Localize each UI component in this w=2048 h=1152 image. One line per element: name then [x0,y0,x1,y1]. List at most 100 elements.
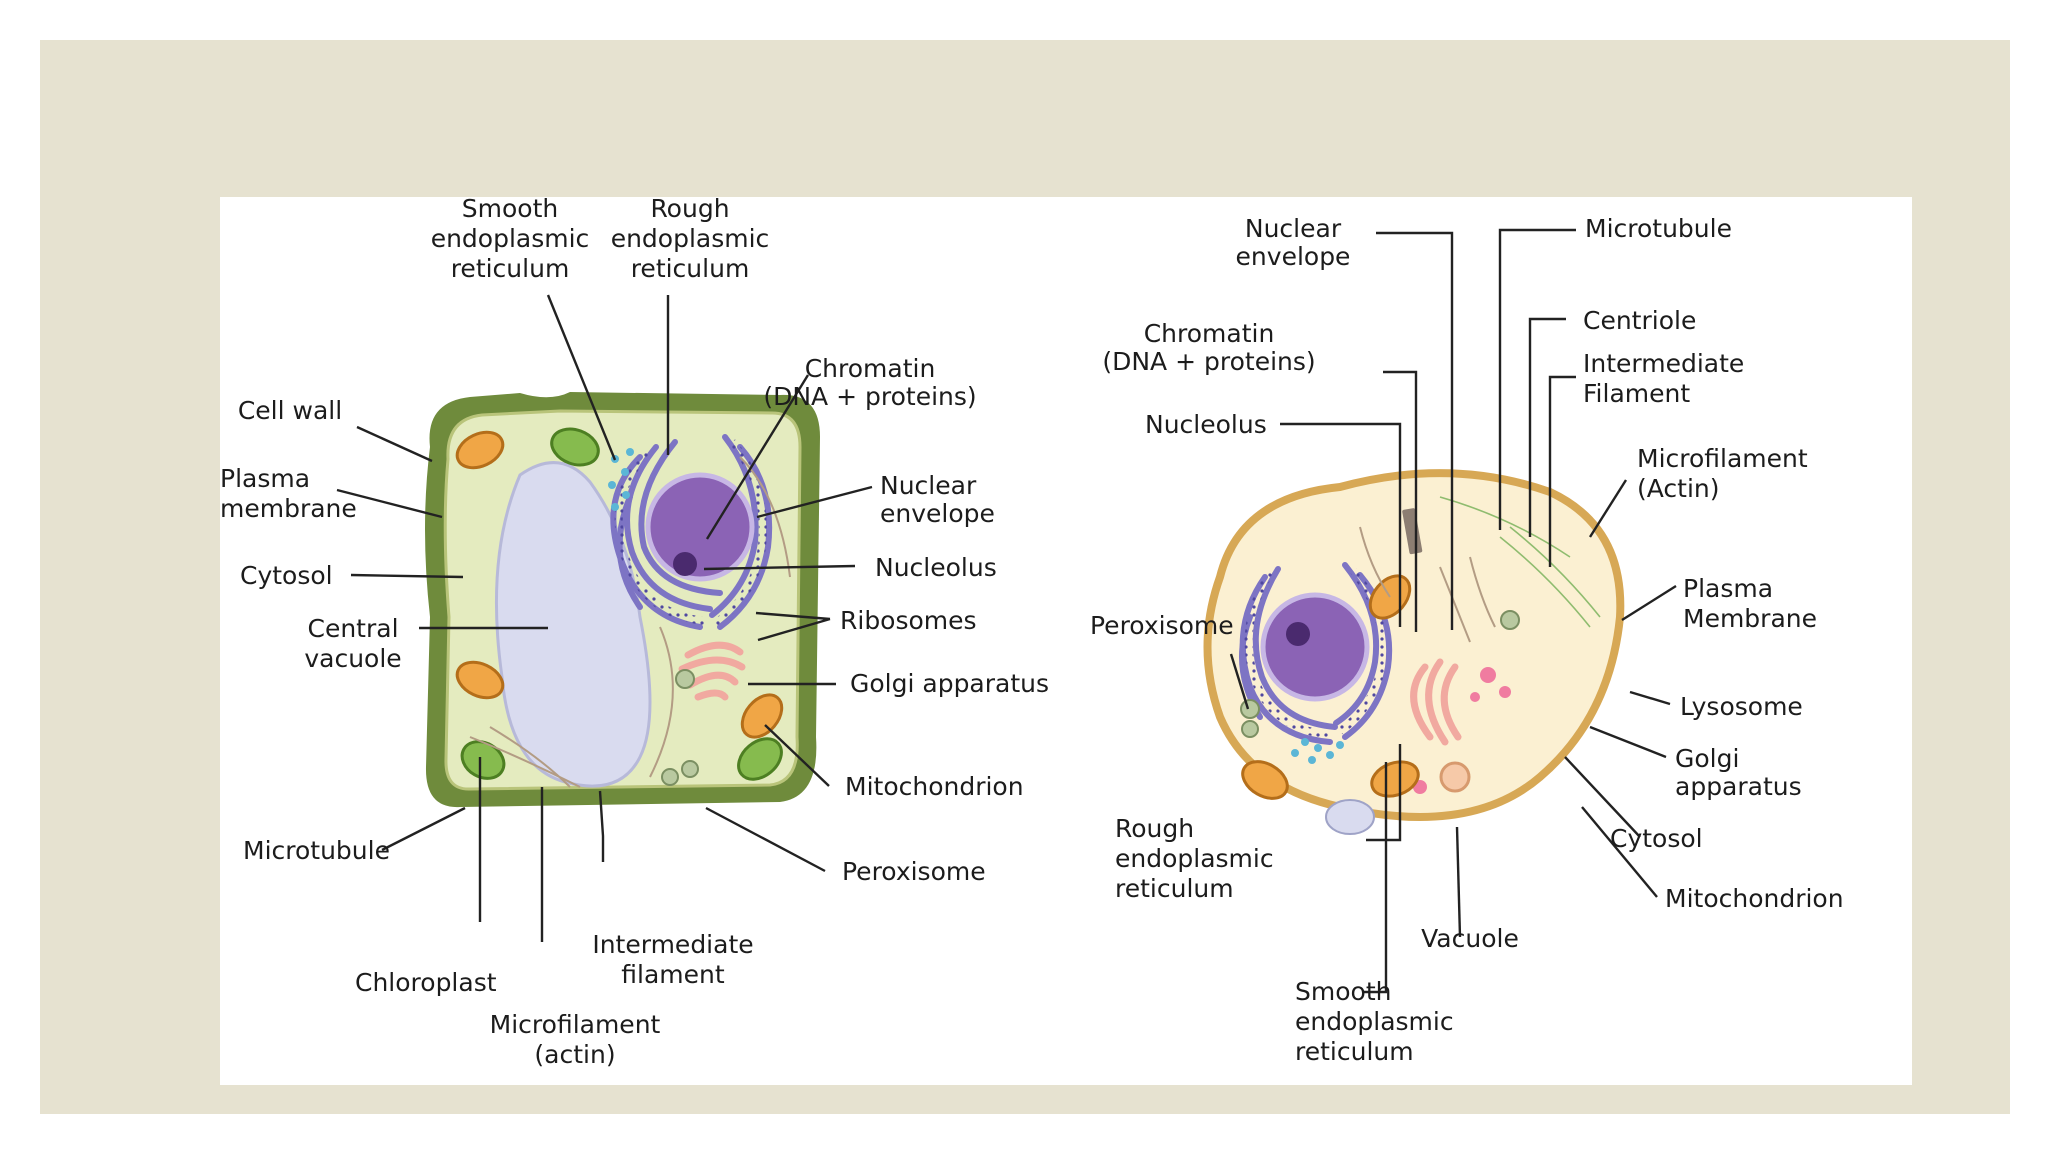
plant-nucleolus [673,552,697,576]
label-line: envelope [880,499,995,528]
plant-label-peroxisome: Peroxisome [842,857,986,886]
plant-label-mitochondrion: Mitochondrion [845,772,1024,801]
animal-peroxisomes [1240,610,1520,738]
label-line: (DNA + proteins) [1102,347,1315,376]
cell-diagrams: SmoothendoplasmicreticulumRoughendoplasm… [220,197,1844,1069]
label-line: Golgi apparatus [850,669,1049,698]
plant-label-chromatin: Chromatin(DNA + proteins) [763,354,976,411]
plant-golgi-shape [678,641,746,701]
plant-label-nucleolus: Nucleolus [875,553,997,582]
plant-label-ribosomes: Ribosomes [840,606,977,635]
animal-lysosomes [1413,667,1511,794]
central-vacuole-shape [494,461,652,788]
animal-nucleus [1260,592,1370,702]
animal-label-cytosol: Cytosol [1610,824,1703,853]
animal-label-microtubule: Microtubule [1585,214,1732,243]
label-line: Nuclear [1245,214,1342,243]
label-line: Rough [1115,814,1194,843]
animal-cell [1203,469,1625,835]
plant-chloroplasts [460,427,783,781]
label-line: reticulum [1115,874,1234,903]
label-line: Nuclear [880,471,977,500]
label-line: Peroxisome [1090,611,1234,640]
plant-nucleus [645,472,755,582]
animal-mitochondria [1241,574,1420,800]
plant-filaments [469,456,791,788]
label-line: apparatus [1675,772,1802,801]
plant-label-microfilament: Microfilament(actin) [490,1010,661,1069]
label-line: reticulum [1295,1037,1414,1066]
label-line: Microfilament [1637,444,1808,473]
label-line: Centriole [1583,306,1696,335]
plant-label-microtubule: Microtubule [243,836,390,865]
plant-label-cytosol: Cytosol [240,561,333,590]
animal-label-nucleolus: Nucleolus [1145,410,1267,439]
label-line: Peroxisome [842,857,986,886]
label-line: Microtubule [1585,214,1732,243]
label-line: Chromatin [805,354,936,383]
label-line: Cell wall [238,396,342,425]
label-line: Filament [1583,379,1690,408]
label-line: endoplasmic [1115,844,1274,873]
animal-golgi-shape [1410,658,1462,746]
label-line: Nucleolus [1145,410,1267,439]
label-line: endoplasmic [1295,1007,1454,1036]
label-line: Microtubule [243,836,390,865]
animal-vesicle [1439,761,1471,793]
leader-lines [336,228,1677,994]
animal-vacuole-shape [1325,799,1375,835]
label-line: Vacuole [1421,924,1519,953]
animal-centriole [1402,508,1423,555]
label-line: Plasma [220,464,310,493]
animal-label-chromatin: Chromatin(DNA + proteins) [1102,319,1315,376]
label-line: Chloroplast [355,968,497,997]
label-line: Intermediate [1583,349,1744,378]
label-line: (DNA + proteins) [763,382,976,411]
label-line: Ribosomes [840,606,977,635]
label-line: Nucleolus [875,553,997,582]
label-line: Cytosol [1610,824,1703,853]
label-line: Rough [650,197,729,223]
label-line: (actin) [534,1040,615,1069]
label-line: vacuole [304,644,401,673]
animal-filaments [1439,496,1601,628]
label-line: filament [621,960,725,989]
label-line: Intermediate [592,930,753,959]
animal-label-vacuole: Vacuole [1421,924,1519,953]
animal-label-centriole: Centriole [1583,306,1696,335]
label-line: membrane [220,494,357,523]
label-line: endoplasmic [431,224,590,253]
animal-microtubules [1359,526,1496,643]
animal-label-peroxisome: Peroxisome [1090,611,1234,640]
animal-label-lysosome: Lysosome [1680,692,1803,721]
animal-nucleolus [1286,622,1310,646]
label-line: Smooth [462,197,558,223]
label-line: Lysosome [1680,692,1803,721]
plant-peroxisomes [661,669,699,786]
label-line: Mitochondrion [845,772,1024,801]
label-line: reticulum [451,254,570,283]
plant-label-cell-wall: Cell wall [238,396,342,425]
animal-label-mitochondrion: Mitochondrion [1665,884,1844,913]
animal-smooth-er [1291,738,1344,764]
label-line: reticulum [631,254,750,283]
label-line: endoplasmic [611,224,770,253]
label-line: (Actin) [1637,474,1720,503]
label-line: Membrane [1683,604,1817,633]
label-line: Plasma [1683,574,1773,603]
plant-label-chloroplast: Chloroplast [355,968,497,997]
plant-mitochondria [455,430,784,739]
label-line: envelope [1236,242,1351,271]
